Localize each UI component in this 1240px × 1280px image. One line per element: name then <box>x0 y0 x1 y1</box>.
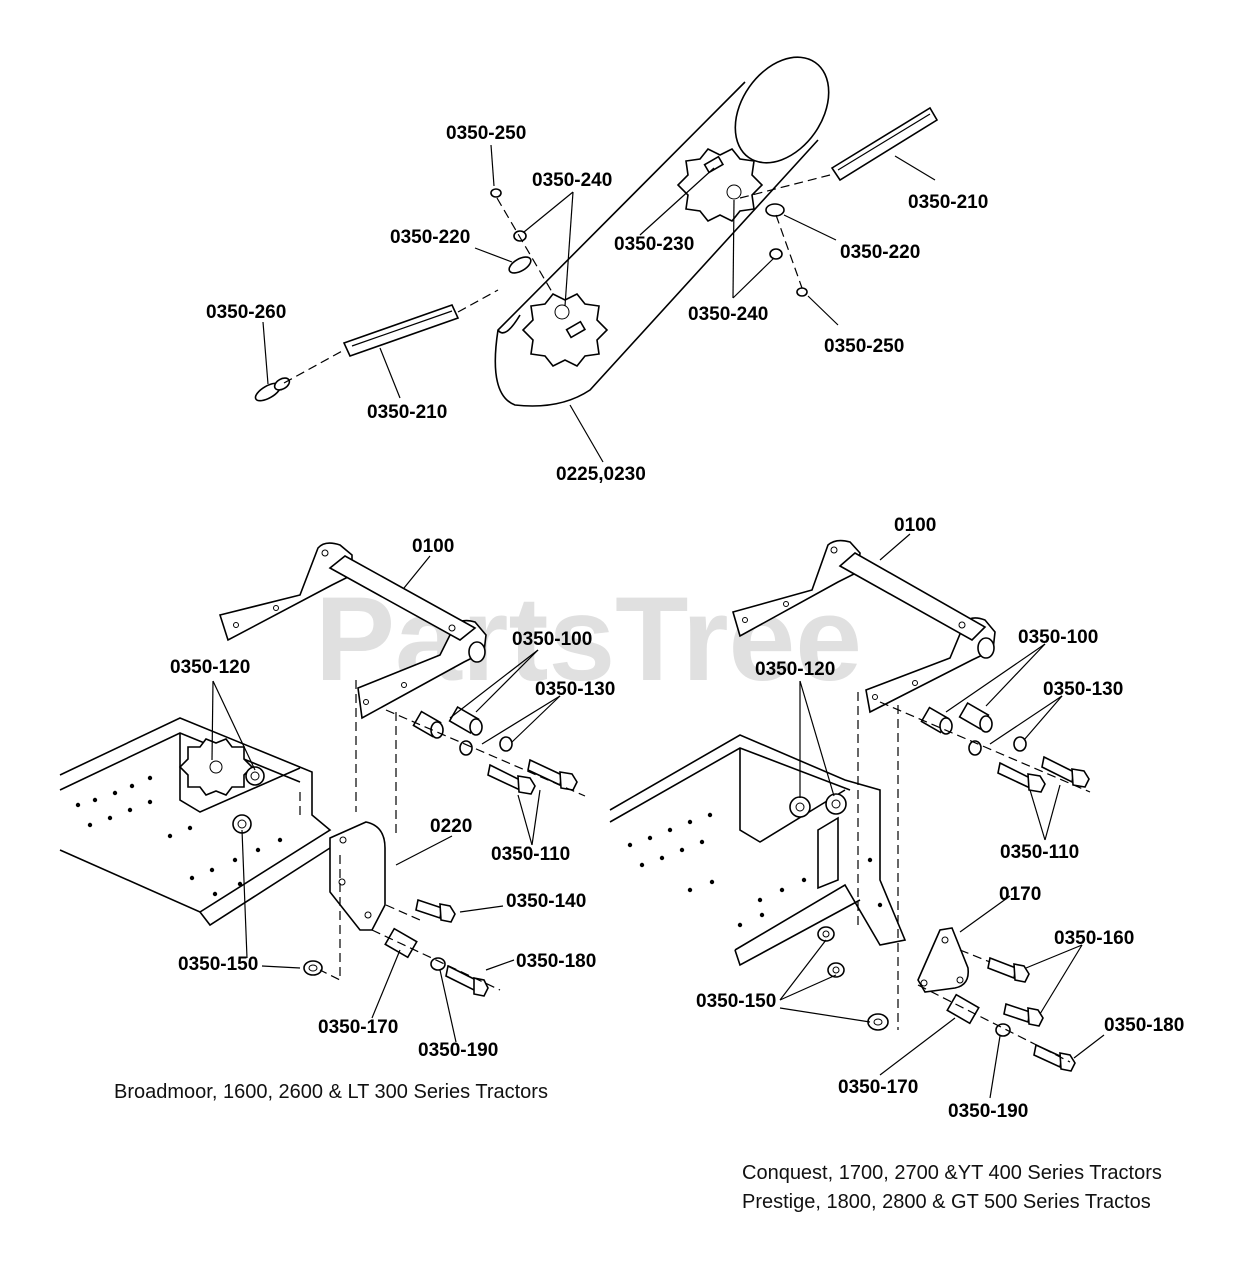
label-0350-210-right: 0350-210 <box>908 192 988 213</box>
bar-right <box>830 106 939 182</box>
bracket-0100-right <box>732 539 996 714</box>
right-assembly: 0100 0350-100 0350-120 0350-130 0350-110… <box>609 515 1184 1213</box>
plate-0170 <box>917 927 970 993</box>
caption-left: Broadmoor, 1600, 2600 & LT 300 Series Tr… <box>114 1081 548 1103</box>
label-0350-120-left: 0350-120 <box>170 657 250 678</box>
frame-right <box>609 734 907 967</box>
label-0350-170-left: 0350-170 <box>318 1017 398 1038</box>
label-0350-190-left: 0350-190 <box>418 1040 498 1061</box>
label-0350-110-left: 0350-110 <box>491 844 570 865</box>
label-0350-240-top: 0350-240 <box>532 170 612 191</box>
label-0100-right: 0100 <box>894 515 936 536</box>
label-0350-180-left: 0350-180 <box>516 951 596 972</box>
label-0350-240-bottom: 0350-240 <box>688 304 768 325</box>
label-0170: 0170 <box>999 884 1041 905</box>
label-0350-100-right: 0350-100 <box>1018 627 1098 648</box>
label-0350-150-left: 0350-150 <box>178 954 258 975</box>
star-knob-lower <box>521 292 609 368</box>
label-0350-150-right: 0350-150 <box>696 991 776 1012</box>
label-0350-250-top: 0350-250 <box>446 123 526 144</box>
label-0350-120-right: 0350-120 <box>755 659 835 680</box>
label-0350-110-right: 0350-110 <box>1000 842 1079 863</box>
label-0220: 0220 <box>430 816 472 837</box>
tube-part <box>494 56 830 407</box>
label-0350-170-right: 0350-170 <box>838 1077 918 1098</box>
label-0350-230: 0350-230 <box>614 234 694 255</box>
frame-left <box>59 717 332 927</box>
label-0350-220-right: 0350-220 <box>840 242 920 263</box>
label-0350-180-right: 0350-180 <box>1104 1015 1184 1036</box>
top-assembly: 0350-250 0350-240 0350-220 0350-230 0350… <box>206 56 988 485</box>
label-0350-210-left: 0350-210 <box>367 402 447 423</box>
caption-right-line1: Conquest, 1700, 2700 &YT 400 Series Trac… <box>742 1162 1162 1184</box>
label-0350-190-right: 0350-190 <box>948 1101 1028 1122</box>
bar-left <box>342 304 460 357</box>
label-0350-140: 0350-140 <box>506 891 586 912</box>
plate-0220 <box>329 821 386 931</box>
label-0350-220-left: 0350-220 <box>390 227 470 248</box>
caption-right-line2: Prestige, 1800, 2800 & GT 500 Series Tra… <box>742 1191 1151 1213</box>
label-0350-130-right: 0350-130 <box>1043 679 1123 700</box>
label-0350-260: 0350-260 <box>206 302 286 323</box>
star-knob-upper <box>676 147 764 223</box>
bracket-0100-left <box>218 542 487 720</box>
label-0100-left: 0100 <box>412 536 454 557</box>
left-assembly: 0100 0350-100 0350-120 0350-130 0220 035… <box>59 536 615 1103</box>
label-0350-100-left: 0350-100 <box>512 629 592 650</box>
label-0225-0230: 0225,0230 <box>556 464 646 485</box>
label-0350-130-left: 0350-130 <box>535 679 615 700</box>
label-0350-250-bottom: 0350-250 <box>824 336 904 357</box>
label-0350-160: 0350-160 <box>1054 928 1134 949</box>
